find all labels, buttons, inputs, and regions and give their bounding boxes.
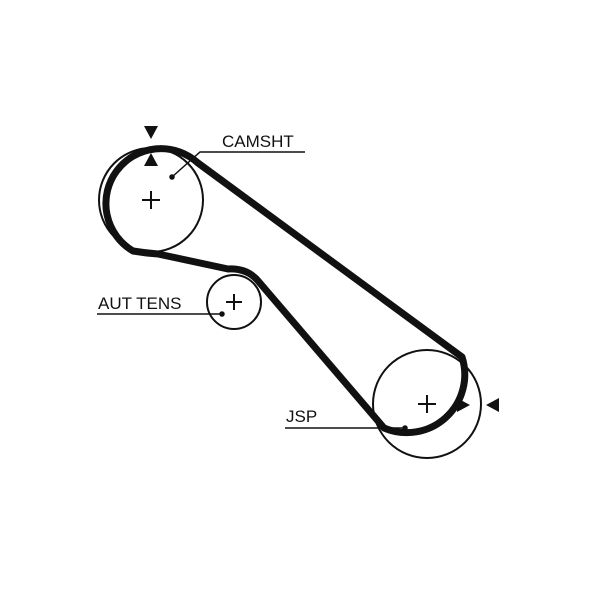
camshaft-label: CAMSHT — [222, 132, 294, 151]
tensioner-center-cross — [226, 294, 242, 310]
tensioner-pulley — [206, 274, 262, 330]
crankshaft-timing-mark-outer — [486, 398, 499, 412]
crankshaft-pulley — [372, 349, 482, 459]
camshaft-timing-mark-outer — [144, 126, 158, 139]
camshaft-leader — [169, 151, 305, 180]
crankshaft-center-cross — [418, 395, 436, 413]
camshaft-center-cross — [142, 191, 160, 209]
crankshaft-timing-mark-inner — [457, 398, 470, 412]
tensioner-leader — [97, 311, 225, 317]
camshaft-timing-mark-inner — [144, 153, 158, 166]
crankshaft-leader — [285, 425, 408, 431]
auto-tensioner-label: AUT TENS — [98, 294, 181, 313]
timing-belt — [102, 145, 469, 437]
crankshaft-label: JSP — [286, 407, 317, 426]
